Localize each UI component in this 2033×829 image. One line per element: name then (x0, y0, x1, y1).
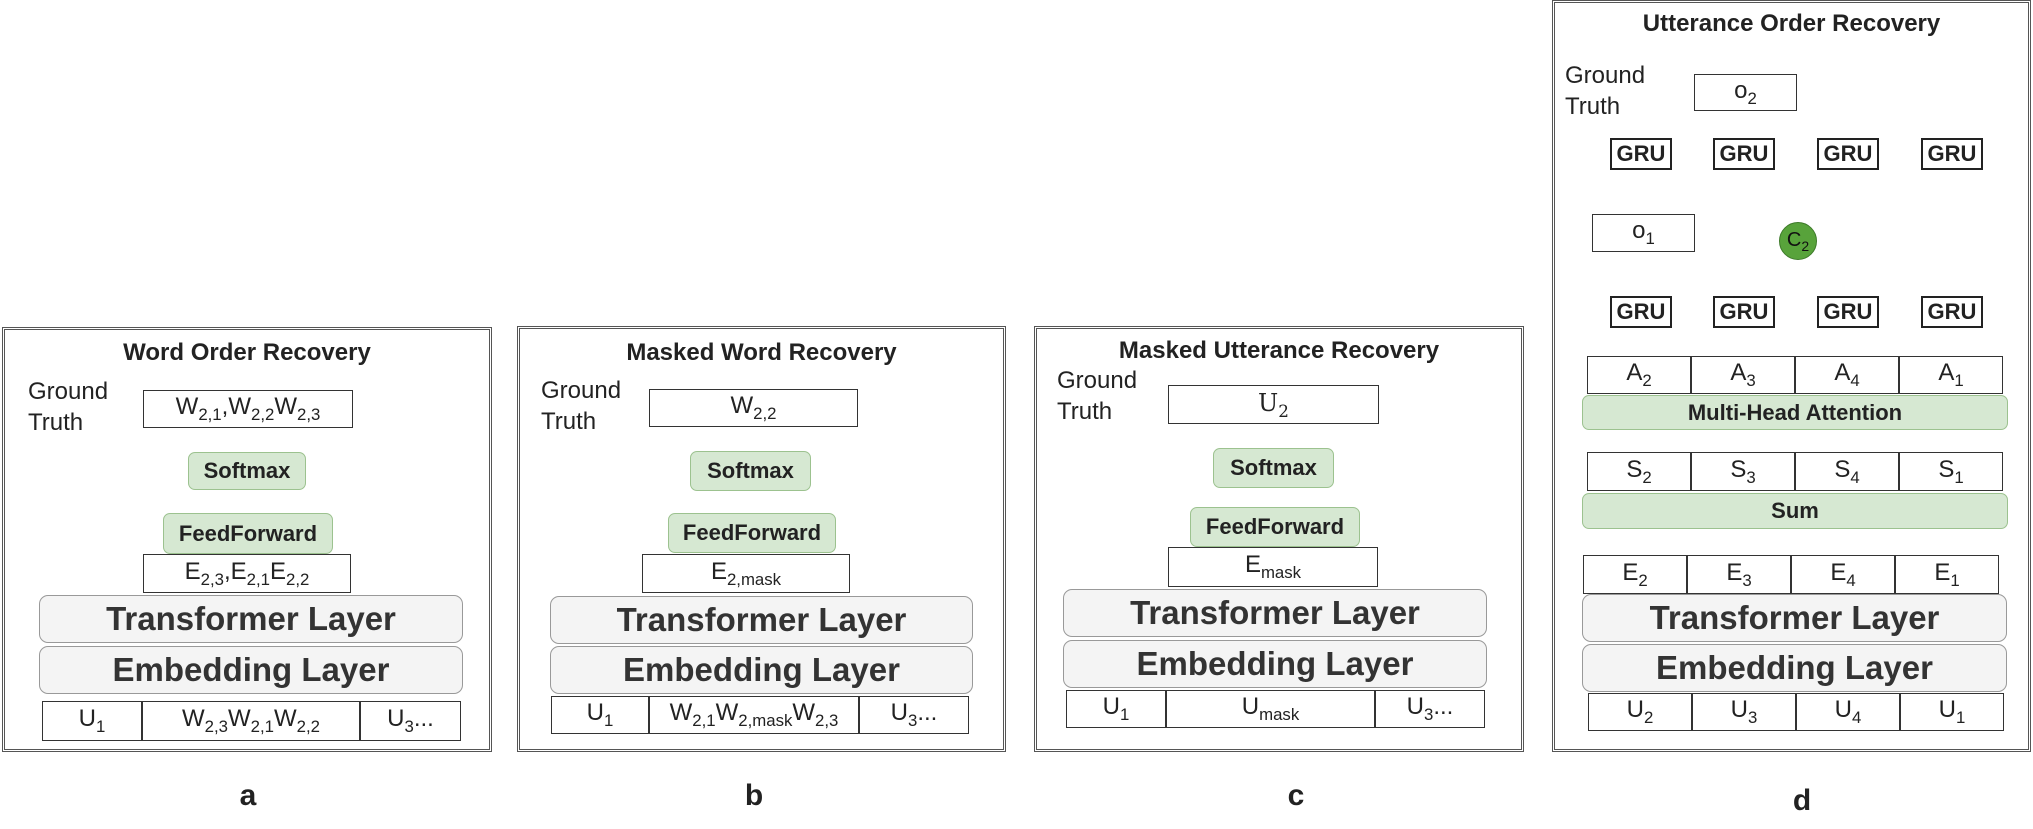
feedforward-block: FeedForward (668, 513, 836, 553)
sum-output-box: S2 (1587, 452, 1691, 491)
embedding-output-box: E2,mask (642, 554, 850, 593)
panel-title: Masked Utterance Recovery (1118, 337, 1440, 364)
target-box: o2 (1694, 74, 1797, 111)
embedding-layer: Embedding Layer (39, 646, 463, 694)
embedding-layer: Embedding Layer (550, 646, 973, 694)
attention-output-box: A1 (1899, 356, 2003, 394)
input-token-box: W2,1W2,maskW2,3 (649, 696, 859, 734)
input-token-box: W2,3W2,1W2,2 (142, 701, 360, 741)
embedding-output-box: E1 (1895, 555, 1999, 594)
target-box: W2,1,W2,2W2,3 (143, 390, 353, 428)
sum-output-box: S3 (1691, 452, 1795, 491)
input-token-box: U1 (551, 696, 649, 734)
embedding-output-box: E4 (1791, 555, 1895, 594)
embedding-output-box: E2 (1583, 555, 1687, 594)
previous-order-box: o1 (1592, 214, 1695, 252)
input-utterance-box: U3 (1692, 693, 1796, 731)
context-node: C2 (1779, 222, 1817, 260)
sum-block: Sum (1582, 493, 2008, 529)
lower-gru-cell: GRU (1610, 296, 1672, 328)
top-gru-cell: GRU (1610, 138, 1672, 170)
panel-title: Masked Word Recovery (626, 339, 897, 366)
lower-gru-cell: GRU (1713, 296, 1775, 328)
attention-output-box: A4 (1795, 356, 1899, 394)
input-utterance-box: U4 (1796, 693, 1900, 731)
embedding-layer: Embedding Layer (1582, 644, 2007, 692)
input-token-box: U3... (859, 696, 969, 734)
softmax-block: Softmax (1213, 448, 1334, 488)
attention-output-box: A3 (1691, 356, 1795, 394)
panel-letter: a (239, 779, 257, 812)
top-gru-cell: GRU (1713, 138, 1775, 170)
input-utterance-box: U2 (1588, 693, 1692, 731)
top-gru-cell: GRU (1817, 138, 1879, 170)
target-box: W2,2 (649, 389, 858, 427)
panel-title: Utterance Order Recovery (1642, 10, 1941, 37)
transformer-layer: Transformer Layer (39, 595, 463, 643)
input-token-box: U3... (1375, 690, 1485, 728)
sum-output-box: S1 (1899, 452, 2003, 491)
input-token-box: U1 (42, 701, 142, 741)
feedforward-block: FeedForward (163, 513, 333, 554)
panel-title: Word Order Recovery (123, 339, 371, 366)
input-token-box: U3... (360, 701, 461, 741)
lower-gru-cell: GRU (1817, 296, 1879, 328)
feedforward-block: FeedForward (1190, 507, 1360, 547)
input-token-box: U1 (1066, 690, 1166, 728)
transformer-layer: Transformer Layer (1063, 589, 1487, 637)
input-token-box: Umask (1166, 690, 1375, 728)
panel-letter: b (744, 779, 764, 812)
softmax-block: Softmax (188, 452, 306, 490)
softmax-block: Softmax (690, 451, 811, 491)
sum-output-box: S4 (1795, 452, 1899, 491)
top-gru-cell: GRU (1921, 138, 1983, 170)
panel-letter: c (1287, 779, 1305, 812)
panel-letter: d (1792, 784, 1812, 817)
multi-head-attention-block: Multi-Head Attention (1582, 395, 2008, 430)
embedding-output-box: E3 (1687, 555, 1791, 594)
transformer-layer: Transformer Layer (1582, 594, 2007, 642)
target-box: U2 (1168, 385, 1379, 424)
embedding-output-box: E2,3,E2,1E2,2 (143, 554, 351, 593)
input-utterance-box: U1 (1900, 693, 2004, 731)
lower-gru-cell: GRU (1921, 296, 1983, 328)
transformer-layer: Transformer Layer (550, 596, 973, 644)
attention-output-box: A2 (1587, 356, 1691, 394)
embedding-output-box: Emask (1168, 547, 1378, 587)
embedding-layer: Embedding Layer (1063, 640, 1487, 688)
